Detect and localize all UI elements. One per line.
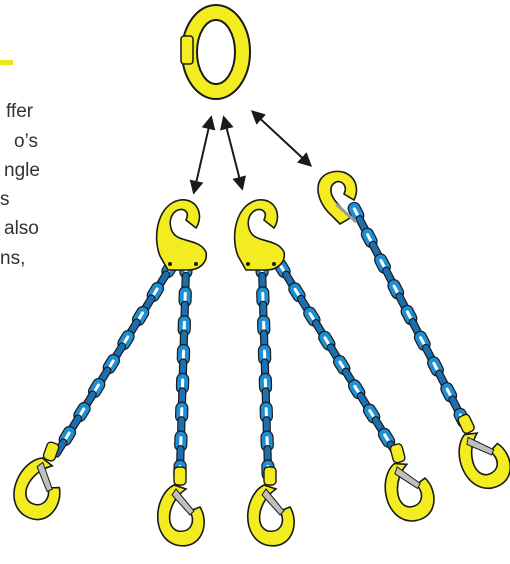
chain-leg-2 — [174, 258, 193, 480]
hook-3-icon — [248, 467, 294, 546]
hook-4-icon — [374, 438, 439, 526]
master-link-icon — [181, 5, 250, 99]
arrows — [194, 112, 310, 192]
shortener-right-icon — [235, 200, 285, 270]
chain-leg-1 — [52, 256, 181, 458]
chain-leg-3 — [256, 258, 275, 480]
arrow-2-icon — [224, 118, 242, 188]
shortener-left-icon — [157, 200, 207, 270]
arrow-3-icon — [253, 112, 310, 165]
arrow-1-icon — [194, 118, 211, 192]
chain-leg-4 — [272, 256, 403, 460]
hook-1-icon — [6, 435, 77, 525]
hook-5-icon — [442, 405, 510, 496]
single-leg-hook-icon — [318, 171, 357, 224]
hook-2-icon — [158, 467, 204, 546]
